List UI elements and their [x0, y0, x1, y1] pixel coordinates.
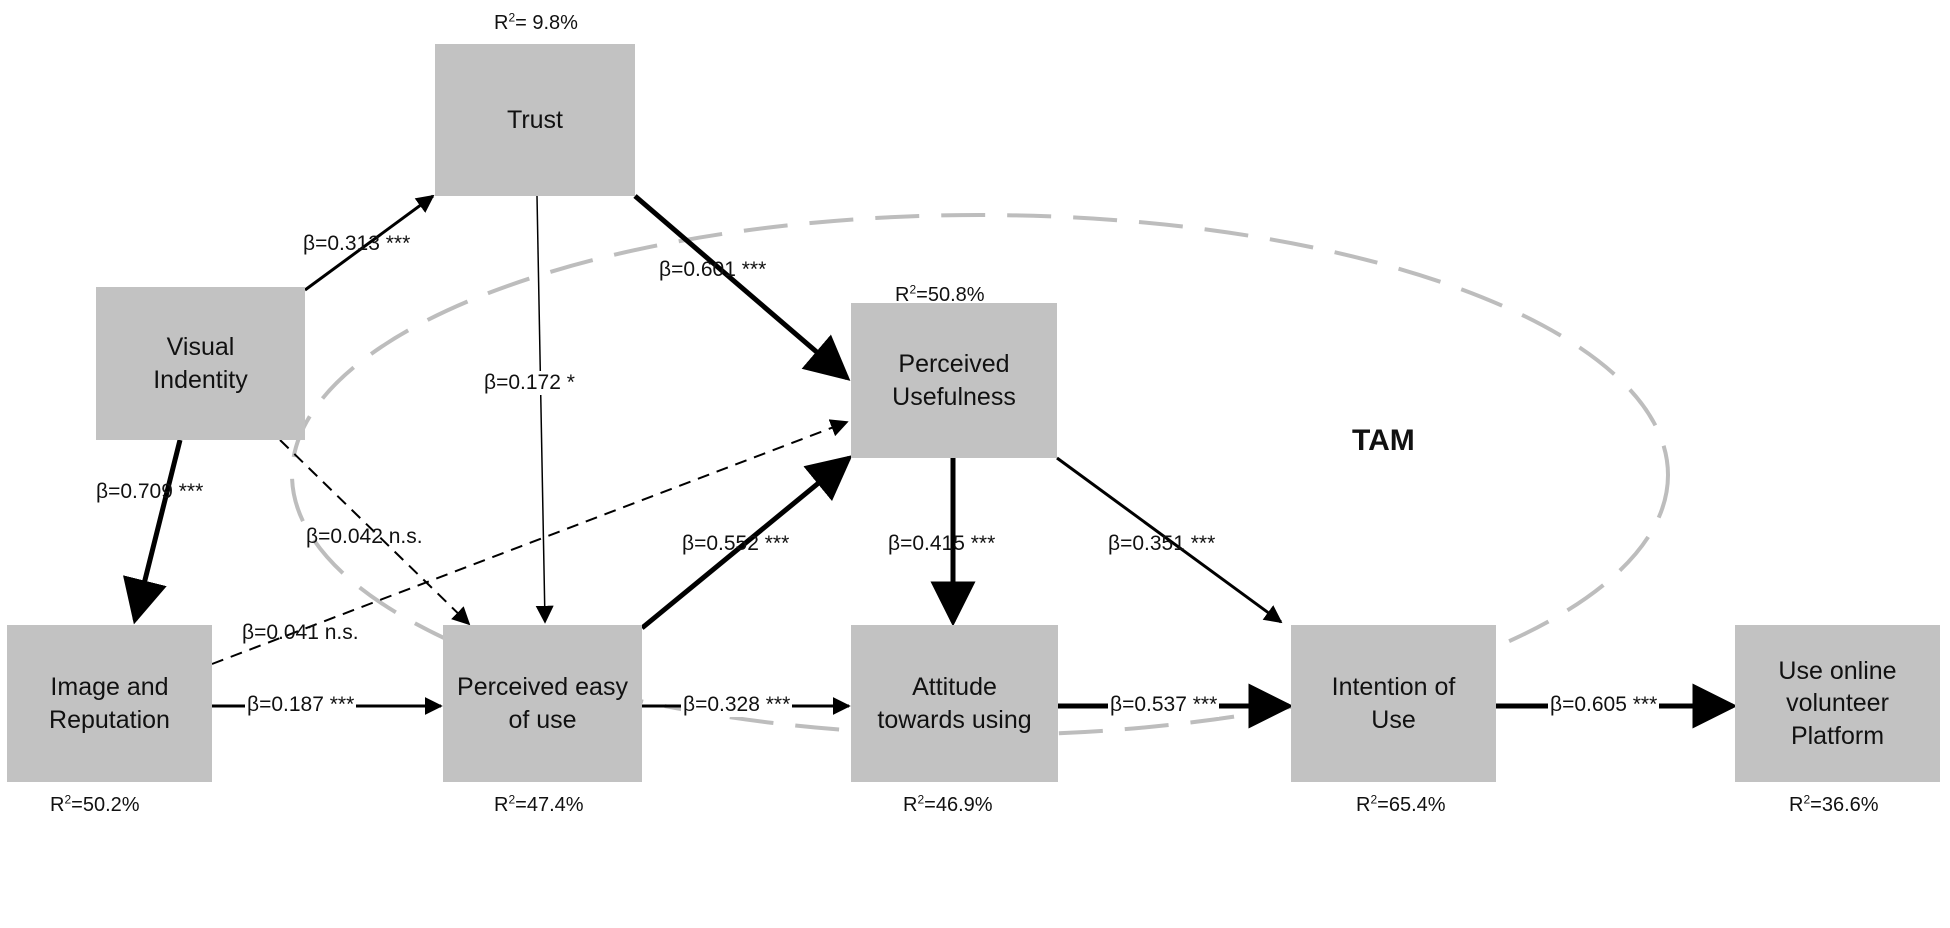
coef-image-reputation-perceived-usefulness: β=0.041 n.s.: [242, 621, 359, 644]
r2-intention-of-use: R2=65.4%: [1356, 792, 1446, 816]
r2-perceived-ease-of-use: R2=47.4%: [494, 792, 584, 816]
arrow-perceived-ease-to-perceived-usefulness: [640, 455, 853, 630]
coef-perceived-ease-attitude: β=0.328 ***: [681, 693, 793, 717]
coef-intention-use-platform: β=0.605 ***: [1548, 693, 1660, 717]
node-attitude-towards-using: Attitude towards using: [851, 625, 1058, 782]
arrow-visual-identity-to-perceived-ease: [279, 439, 471, 626]
node-use-online-volunteer-platform: Use online volunteer Platform: [1735, 625, 1940, 782]
node-perceived-usefulness: Perceived Usefulness: [851, 303, 1057, 458]
coef-visual-identity-trust: β=0.313 ***: [303, 232, 411, 255]
coef-visual-identity-image-reputation: β=0.709 ***: [96, 480, 204, 503]
coef-perceived-usefulness-intention: β=0.351 ***: [1108, 532, 1216, 555]
node-intention-of-use: Intention of Use: [1291, 625, 1496, 782]
arrow-trust-to-perceived-ease: [535, 195, 554, 624]
coef-image-reputation-perceived-ease: β=0.187 ***: [245, 693, 357, 717]
arrow-perceived-usefulness-to-intention: [1056, 456, 1283, 624]
coef-visual-identity-perceived-ease: β=0.042 n.s.: [306, 525, 423, 548]
arrow-trust-to-perceived-usefulness: [633, 194, 851, 381]
arrow-image-reputation-to-perceived-usefulness: [211, 419, 849, 665]
r2-attitude-towards-using: R2=46.9%: [903, 792, 993, 816]
coef-perceived-ease-perceived-usefulness: β=0.552 ***: [682, 532, 790, 555]
r2-perceived-usefulness: R2=50.8%: [895, 282, 985, 306]
coef-trust-perceived-usefulness: β=0.601 ***: [659, 258, 767, 281]
node-visual-identity: Visual Indentity: [96, 287, 305, 440]
arrow-visual-identity-to-trust: [304, 194, 435, 292]
node-trust: Trust: [435, 44, 635, 196]
r2-image-reputation: R2=50.2%: [50, 792, 140, 816]
r2-trust: R2= 9.8%: [494, 10, 578, 34]
arrow-visual-identity-to-image-reputation: [122, 439, 183, 625]
tam-boundary-ellipse: [290, 213, 1670, 737]
tam-label: TAM: [1352, 424, 1415, 457]
coef-attitude-intention: β=0.537 ***: [1108, 693, 1220, 717]
coef-trust-perceived-ease: β=0.172 *: [482, 371, 577, 395]
r2-use-online-volunteer-platform: R2=36.6%: [1789, 792, 1879, 816]
coef-perceived-usefulness-attitude: β=0.415 ***: [888, 532, 996, 555]
node-image-reputation: Image and Reputation: [7, 625, 212, 782]
node-perceived-ease-of-use: Perceived easy of use: [443, 625, 642, 782]
